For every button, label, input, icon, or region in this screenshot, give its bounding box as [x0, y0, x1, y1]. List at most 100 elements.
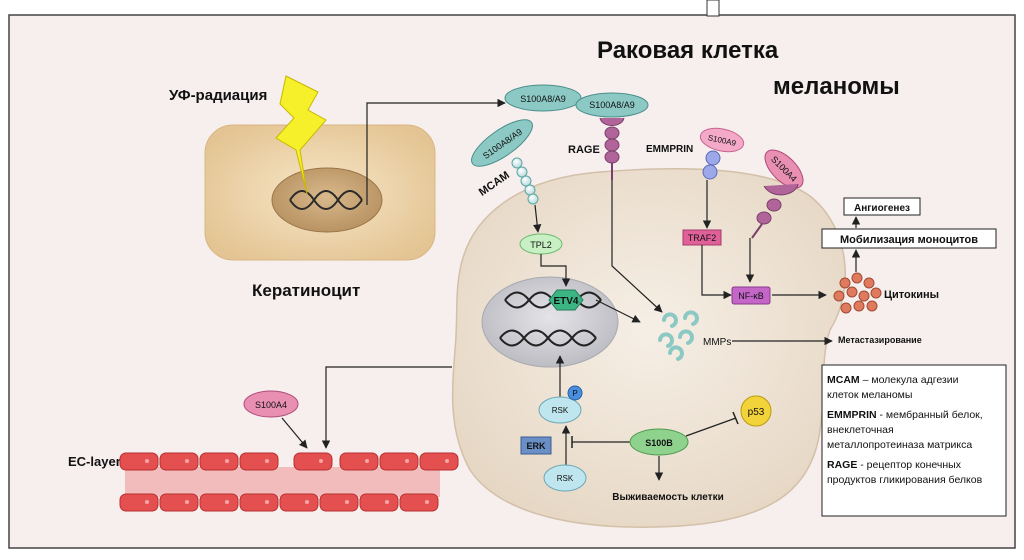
ligand-released: S100A8/A9	[504, 84, 582, 112]
s100a4-receptor-cap	[763, 183, 799, 196]
metastasis-label: Метастазирование	[838, 335, 922, 345]
ec-layer-top-row	[119, 452, 459, 471]
mcam-to-tpl2-arrow	[532, 204, 542, 233]
ligand-mcam-shape	[471, 119, 533, 167]
nfkb-label: NF-κB	[738, 291, 764, 301]
s100a4-receptor-stalk	[751, 223, 763, 239]
legend-emmprin-line3: металлопротеиназа матрикса	[827, 439, 972, 451]
etv4-label: ETV4	[553, 296, 578, 307]
melanoma-nucleus	[481, 276, 619, 368]
rsk-bottom-label: RSK	[557, 474, 574, 483]
p53-node: p53	[740, 395, 772, 427]
s100a4-ec-shape	[243, 390, 299, 418]
mcam-domain-5	[527, 193, 539, 205]
ligand-s100a4-shape	[764, 149, 804, 189]
s100a4-ec-node: S100A4	[243, 390, 299, 418]
ligand-emmprin-shape	[699, 127, 745, 153]
keratinocyte-label: Кератиноцит	[252, 281, 360, 300]
nfkb-node: NF-κB	[731, 286, 771, 305]
p53-label: p53	[748, 407, 765, 418]
erk-node: ERK	[520, 436, 552, 455]
survival-label: Выживаемость клетки	[612, 492, 723, 503]
rage-receptor: S100A8/A9 RAGE	[568, 92, 649, 180]
s100b-label: S100B	[645, 438, 673, 448]
keratinocyte-dna-icon	[289, 190, 363, 210]
erk-shape	[520, 436, 552, 455]
ligand-released-label: S100A8/A9	[520, 94, 566, 104]
top-tab	[706, 0, 720, 17]
emmprin-domain-1	[705, 150, 721, 166]
nfkb-shape	[731, 286, 771, 305]
traf2-label: TRAF2	[688, 233, 717, 243]
legend-emmprin-line1: EMMPRIN - мембранный белок,	[827, 409, 983, 421]
s100b-node: S100B	[629, 428, 689, 456]
s100a4-to-ec-arrow	[281, 417, 308, 449]
rsk-top-node: RSK P	[538, 385, 583, 424]
keratinocyte	[204, 124, 436, 261]
s100a4-receptor-domain-1	[766, 198, 782, 212]
p53-shape	[740, 395, 772, 427]
rsk-top-label: RSK	[552, 406, 569, 415]
phospho-label: P	[572, 389, 577, 398]
tpl2-label: TPL2	[530, 240, 552, 250]
mcam-domain-1	[511, 157, 523, 169]
etv4-node: ETV4	[548, 289, 584, 311]
traf2-node: TRAF2	[682, 229, 722, 246]
legend-emmprin-line2: внеклеточная	[827, 424, 894, 436]
erk-label: ERK	[526, 441, 546, 451]
release-arrow	[366, 98, 506, 205]
rage-label: RAGE	[568, 144, 600, 156]
uv-label: УФ-радиация	[169, 87, 267, 104]
ec-layer-gap	[125, 467, 440, 497]
emmprin-label: EMMPRIN	[646, 144, 693, 155]
rsk-top-shape	[538, 396, 582, 424]
emmprin-receptor: S100A9 EMMPRIN	[646, 127, 745, 180]
mmps-icon	[658, 310, 699, 361]
ec-layer-label: EC-layer	[68, 454, 121, 469]
etv4-shape	[548, 289, 584, 311]
legend-rage-line1: RAGE - рецептор конечных	[827, 459, 962, 471]
etv4-to-mmps-arrow	[595, 299, 641, 323]
rage-domain-1	[604, 126, 620, 140]
rage-domain-3	[604, 150, 620, 164]
mcam-domain-3	[520, 175, 532, 187]
ec-layer-bottom-row	[119, 493, 439, 512]
tpl2-to-etv4-arrow	[540, 254, 571, 287]
title-line1: Раковая клетка	[597, 37, 779, 64]
monocytes-label: Мобилизация моноцитов	[840, 234, 978, 246]
mmps-label: MMPs	[703, 337, 731, 348]
keratinocyte-nucleus	[271, 167, 383, 233]
mcam-domain-4	[524, 184, 536, 196]
cytokines-icon	[833, 272, 882, 314]
s100b-inhibits-p53-bar	[732, 411, 739, 425]
s100b-inhibits-p53-line	[685, 417, 737, 437]
ligand-released-shape	[504, 84, 582, 112]
rsk-bottom-shape	[543, 464, 587, 492]
ligand-rage-label: S100A8/A9	[589, 100, 635, 110]
ligand-rage-shape	[575, 92, 649, 118]
legend-box	[821, 364, 1007, 517]
s100a4-receptor-domain-2	[756, 211, 772, 225]
title-line2: меланомы	[773, 73, 900, 100]
monocytes-box	[821, 228, 997, 249]
rage-cap	[599, 117, 625, 126]
cytokines-label: Цитокины	[884, 289, 939, 301]
mcam-domain-2	[516, 166, 528, 178]
cell-to-ec-arrow	[321, 366, 452, 449]
s100a4-ec-label: S100A4	[255, 400, 287, 410]
rage-domain-2	[604, 138, 620, 152]
legend-rage-line2: продуктов гликирования белков	[827, 474, 983, 486]
traf2-to-nfkb-arrow	[701, 245, 732, 300]
lightning-bolt-icon	[275, 75, 327, 195]
phospho-icon	[567, 385, 583, 401]
legend-mcam-line1: MCAM – молекула адгезии	[827, 374, 959, 386]
legend-mcam-line2: клеток меланомы	[827, 389, 912, 401]
emmprin-domain-2	[702, 164, 718, 180]
rage-to-mmps-arrow	[611, 180, 663, 313]
tpl2-node: TPL2	[519, 233, 563, 255]
s100b-shape	[629, 428, 689, 456]
angiogenesis-label: Ангиогенез	[854, 203, 910, 214]
rsk-bottom-node: RSK	[543, 464, 587, 492]
angiogenesis-box	[843, 197, 921, 216]
